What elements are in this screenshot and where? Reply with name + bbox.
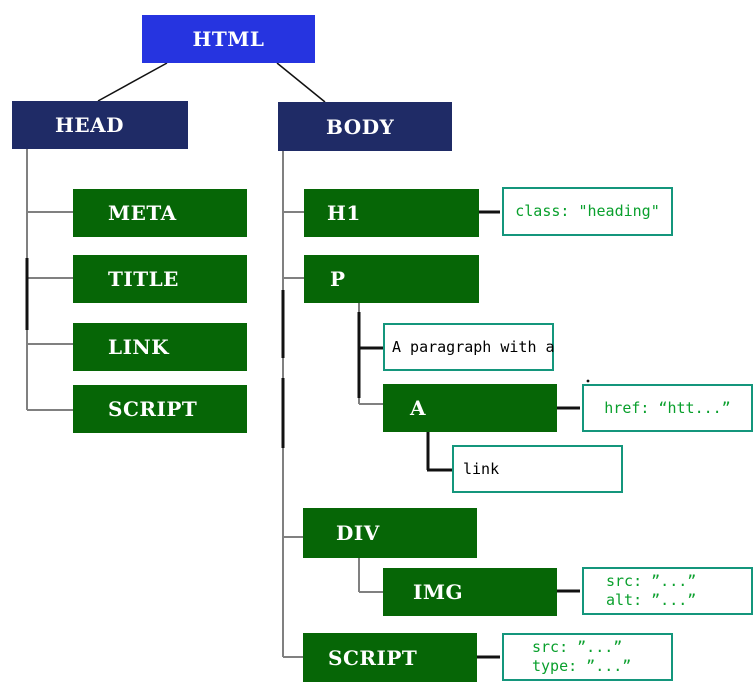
node-a: A: [383, 384, 557, 432]
node-img: IMG: [383, 568, 557, 616]
edge-html-head: [97, 62, 168, 102]
annotation-script-src: src: ”...”: [532, 638, 623, 656]
node-p: P: [304, 255, 479, 303]
annotation-img-src: src: ”...”: [606, 572, 697, 590]
node-head: HEAD: [12, 101, 188, 149]
node-head-script: SCRIPT: [73, 385, 247, 433]
annotation-h1-class: class: "heading": [502, 187, 673, 236]
node-html: HTML: [142, 15, 315, 63]
node-link: LINK: [73, 323, 247, 371]
annotation-img-alt: alt: ”...”: [606, 591, 697, 609]
node-div: DIV: [303, 508, 477, 558]
node-meta: META: [73, 189, 247, 237]
annotation-script-attrs: src: ”...” type: ”...”: [502, 633, 673, 681]
edge-html-body: [276, 62, 326, 103]
stray-dot: [586, 379, 590, 383]
annotation-a-href: href: “htt...”: [582, 384, 753, 432]
annotation-img-attrs: src: ”...” alt: ”...”: [582, 567, 753, 615]
node-title: TITLE: [73, 255, 247, 303]
annotation-script-type: type: ”...”: [532, 657, 632, 675]
textnode-paragraph: A paragraph with a: [383, 323, 555, 371]
node-body-script: SCRIPT: [303, 633, 477, 682]
node-h1: H1: [304, 189, 479, 237]
textnode-link: link: [452, 445, 623, 493]
node-body: BODY: [278, 102, 452, 151]
